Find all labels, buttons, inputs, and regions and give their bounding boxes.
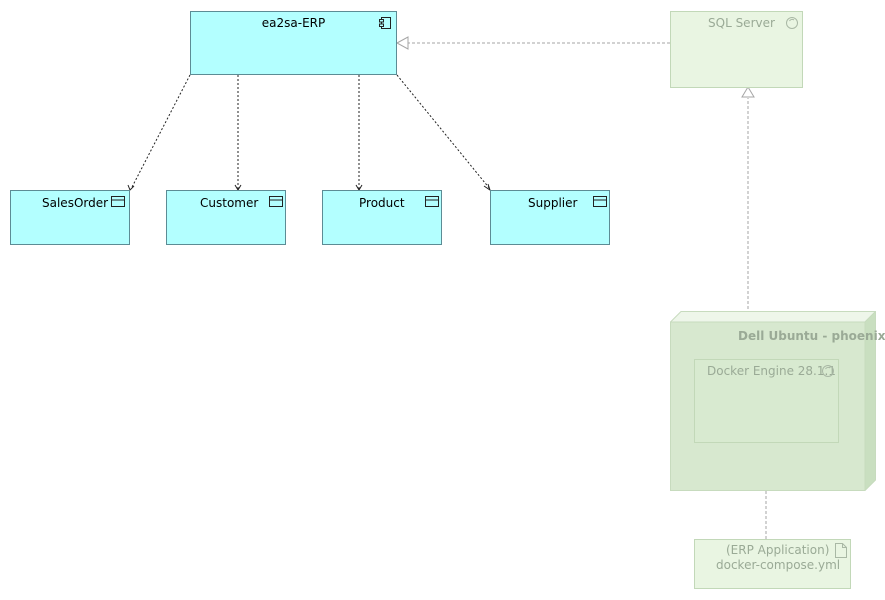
- sqlserver-box[interactable]: SQL Server: [670, 11, 803, 88]
- realization-arrowhead-erp: [395, 36, 409, 50]
- class-salesorder-box[interactable]: SalesOrder: [10, 190, 130, 245]
- docker-engine-label: Docker Engine 28.1.1: [707, 364, 836, 378]
- erp-component-label: ea2sa-ERP: [261, 16, 326, 30]
- class-icon: [593, 196, 607, 207]
- docker-engine-box[interactable]: Docker Engine 28.1.1: [694, 359, 839, 443]
- class-customer-label: Customer: [200, 196, 259, 210]
- artifact-stereotype-label: (ERP Application): [726, 543, 830, 557]
- node-label: Dell Ubuntu - phoenix: [738, 329, 885, 343]
- class-product-box[interactable]: Product: [322, 190, 442, 245]
- class-customer-box[interactable]: Customer: [166, 190, 286, 245]
- class-icon: [425, 196, 439, 207]
- realization-arrowhead-sqlserver: [741, 86, 755, 98]
- erp-component-box[interactable]: ea2sa-ERP: [190, 11, 397, 75]
- arrowhead-salesorder: [127, 184, 135, 191]
- artifact-document-icon: [835, 543, 847, 558]
- service-circle-icon: [786, 17, 798, 29]
- component-icon: [379, 17, 391, 29]
- class-salesorder-label: SalesOrder: [42, 196, 109, 210]
- sqlserver-label: SQL Server: [708, 16, 775, 30]
- class-product-label: Product: [359, 196, 405, 210]
- artifact-name-label: docker-compose.yml: [716, 558, 841, 572]
- class-supplier-box[interactable]: Supplier: [490, 190, 610, 245]
- artifact-docker-compose-box[interactable]: (ERP Application) docker-compose.yml: [694, 539, 851, 589]
- dependency-supplier-line[interactable]: [396, 74, 491, 190]
- class-supplier-label: Supplier: [528, 196, 578, 210]
- class-icon: [269, 196, 283, 207]
- dependency-salesorder-line[interactable]: [130, 74, 191, 190]
- service-circle-icon: [822, 365, 834, 377]
- class-icon: [111, 196, 125, 207]
